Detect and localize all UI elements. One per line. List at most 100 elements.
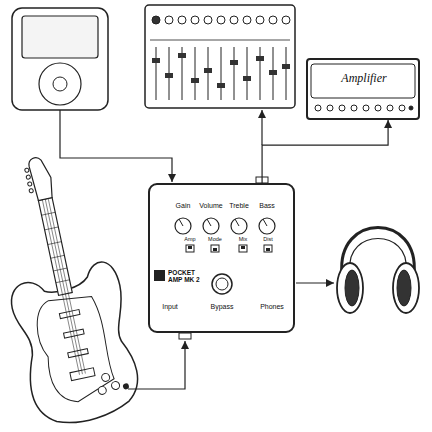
- amp-knob: [315, 105, 321, 111]
- fader-track: [221, 47, 222, 100]
- amp-knob: [375, 105, 381, 111]
- mixer-knob: [243, 16, 251, 24]
- fader-track: [195, 47, 196, 100]
- switch-lever: [213, 248, 217, 251]
- fader-track: [156, 47, 157, 100]
- signal-connector: [262, 120, 388, 183]
- volume-knob: [203, 218, 219, 234]
- ear-pad: [397, 270, 411, 306]
- amp-knob: [387, 105, 393, 111]
- knob-pointer: [235, 219, 239, 226]
- knob-pointer: [179, 219, 183, 226]
- control-knob: [98, 386, 107, 395]
- amp-knob: [351, 105, 357, 111]
- fader-track: [208, 47, 209, 100]
- mixer-knob: [230, 16, 238, 24]
- fader-cap: [191, 78, 199, 83]
- mixer-knob: [165, 16, 173, 24]
- signal-wire: [261, 110, 262, 145]
- switch-label: Dist: [263, 236, 272, 242]
- switch-lever: [266, 248, 270, 251]
- jack-label: Input: [162, 303, 178, 311]
- switch-label: Mix: [239, 236, 248, 242]
- fader-cap: [230, 60, 238, 65]
- product-name: POCKET AMP MK 2: [168, 269, 200, 283]
- signal-wire: [296, 282, 334, 283]
- player-screen: [22, 16, 98, 58]
- pocket-amp-box: GainVolumeTrebleBassAmpModeMixDistPOCKET…: [148, 183, 295, 333]
- knob-label: Volume: [199, 202, 222, 210]
- fader-cap: [152, 58, 160, 63]
- headband-inner: [350, 239, 406, 271]
- fader-cap: [217, 83, 225, 88]
- fader-cap: [165, 73, 173, 78]
- brand-label: Amplifier: [341, 72, 386, 85]
- amp-knob: [339, 105, 345, 111]
- fader-cap: [243, 76, 251, 81]
- footswitch: [212, 274, 232, 294]
- ear-cup: [393, 263, 419, 313]
- pickguard: [32, 291, 118, 407]
- center-button: [53, 77, 67, 91]
- tuning-peg: [29, 188, 34, 193]
- click-wheel: [39, 63, 81, 105]
- mixer-knob: [152, 16, 160, 24]
- string: [48, 198, 85, 373]
- bass-knob: [259, 218, 275, 234]
- fader-track: [286, 47, 287, 100]
- knob-label: Treble: [229, 202, 249, 210]
- input-jack: [179, 333, 191, 339]
- fader-track: [247, 47, 248, 100]
- tuning-peg: [26, 175, 31, 180]
- treble-knob: [231, 218, 247, 234]
- tuning-peg: [24, 168, 29, 173]
- switch-lever: [188, 246, 192, 249]
- mixer-knob: [256, 16, 264, 24]
- mixer-body: [145, 5, 295, 108]
- knob-label: Bass: [259, 202, 275, 210]
- mixer-divider: [150, 40, 290, 41]
- control-knob: [101, 373, 110, 382]
- control-knob: [111, 381, 120, 390]
- switch-label: Bypass: [211, 303, 234, 311]
- fader-cap: [204, 68, 212, 73]
- knob-pointer: [263, 219, 267, 226]
- media-player: [12, 8, 108, 110]
- mixer-knob: [217, 16, 225, 24]
- amplifier-head: Amplifier: [306, 58, 420, 120]
- fader-cap: [269, 70, 277, 75]
- brand-logo: [154, 270, 165, 281]
- toggle-switch: [211, 245, 219, 252]
- switch-label: Amp: [184, 236, 195, 242]
- amp-knob: [327, 105, 333, 111]
- ear-cup: [337, 263, 363, 313]
- fader-track: [260, 47, 261, 100]
- mixer-knob: [191, 16, 199, 24]
- headstock: [28, 155, 55, 201]
- switch-lever: [241, 246, 245, 249]
- guitar-cable: [128, 341, 185, 389]
- electric-guitar: [0, 146, 146, 431]
- fader-track: [234, 47, 235, 100]
- mixer-knob: [204, 16, 212, 24]
- fader-cap: [282, 64, 290, 69]
- amp-knob: [399, 105, 405, 111]
- gain-knob: [175, 218, 191, 234]
- amp-panel: [311, 64, 415, 98]
- jack-label: Phones: [260, 303, 284, 311]
- ear-pad: [345, 270, 359, 306]
- amp-knob: [363, 105, 369, 111]
- mixer-knob: [178, 16, 186, 24]
- signal-wire: [60, 110, 172, 182]
- string: [42, 200, 79, 375]
- knob-label: Gain: [176, 202, 191, 210]
- fader-cap: [256, 56, 264, 61]
- mixer-knob: [282, 16, 290, 24]
- knob-pointer: [207, 219, 211, 226]
- fader-cap: [178, 53, 186, 58]
- string: [45, 199, 82, 374]
- amp-light: [409, 106, 413, 110]
